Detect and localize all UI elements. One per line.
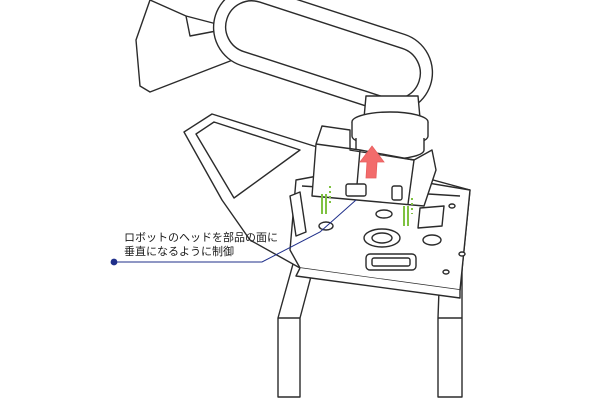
robot-arm xyxy=(135,0,434,114)
callout-text-line1: ロボットのヘッドを部品の面に xyxy=(124,231,278,244)
callout-leader xyxy=(110,199,357,266)
robot-wrist xyxy=(351,95,429,160)
callout-text-line2: 垂直になるように制御 xyxy=(124,245,234,258)
locating-pins xyxy=(321,186,413,226)
lift-arrow xyxy=(359,145,385,179)
